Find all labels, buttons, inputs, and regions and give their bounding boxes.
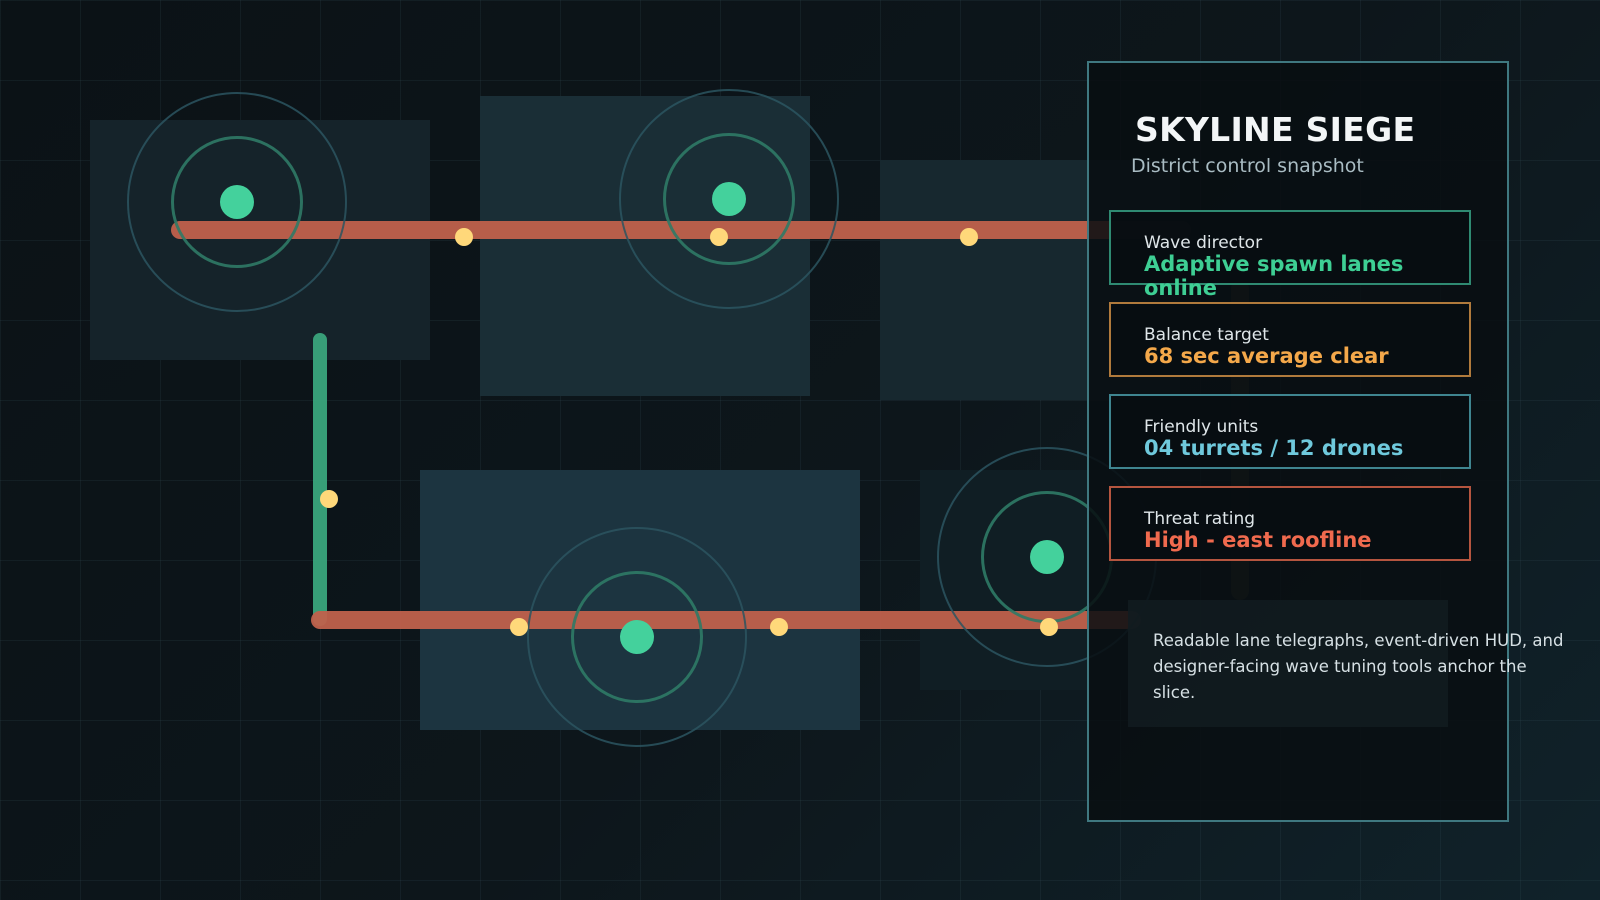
- card-value: High - east roofline: [1144, 528, 1372, 552]
- card-label: Wave director: [1144, 233, 1263, 253]
- control-node-northwest-inner-ring: [171, 136, 303, 268]
- card-label: Friendly units: [1144, 417, 1259, 437]
- control-node-north[interactable]: [712, 182, 746, 216]
- card-label: Balance target: [1144, 325, 1269, 345]
- control-node-northwest[interactable]: [220, 185, 254, 219]
- spawn-marker[interactable]: [320, 490, 338, 508]
- card-balance-target: Balance target 68 sec average clear: [1109, 302, 1471, 377]
- spawn-marker[interactable]: [1040, 618, 1058, 636]
- control-node-northwest-outer-ring: [127, 92, 347, 312]
- spawn-marker[interactable]: [510, 618, 528, 636]
- caption-text: Readable lane telegraphs, event-driven H…: [1153, 631, 1564, 702]
- control-node-north-inner-ring: [663, 133, 795, 265]
- card-friendly-units: Friendly units 04 turrets / 12 drones: [1109, 394, 1471, 469]
- card-value: Adaptive spawn lanes online: [1144, 252, 1404, 300]
- card-threat-rating: Threat rating High - east roofline: [1109, 486, 1471, 561]
- control-node-east[interactable]: [1030, 540, 1064, 574]
- card-value: 68 sec average clear: [1144, 344, 1389, 368]
- card-value: 04 turrets / 12 drones: [1144, 436, 1404, 460]
- card-label: Threat rating: [1144, 509, 1256, 529]
- friendly-lane-west[interactable]: [313, 333, 327, 626]
- game-subtitle: District control snapshot: [1131, 155, 1364, 177]
- spawn-marker[interactable]: [960, 228, 978, 246]
- caption-box: [1128, 600, 1448, 727]
- spawn-marker[interactable]: [770, 618, 788, 636]
- spawn-marker[interactable]: [710, 228, 728, 246]
- control-node-south-inner-ring: [571, 571, 703, 703]
- control-node-south[interactable]: [620, 620, 654, 654]
- game-title: SKYLINE SIEGE: [1135, 110, 1416, 149]
- card-wave-director: Wave director Adaptive spawn lanes onlin…: [1109, 210, 1471, 300]
- spawn-marker[interactable]: [455, 228, 473, 246]
- control-node-north-outer-ring: [619, 89, 839, 309]
- control-node-south-outer-ring: [527, 527, 747, 747]
